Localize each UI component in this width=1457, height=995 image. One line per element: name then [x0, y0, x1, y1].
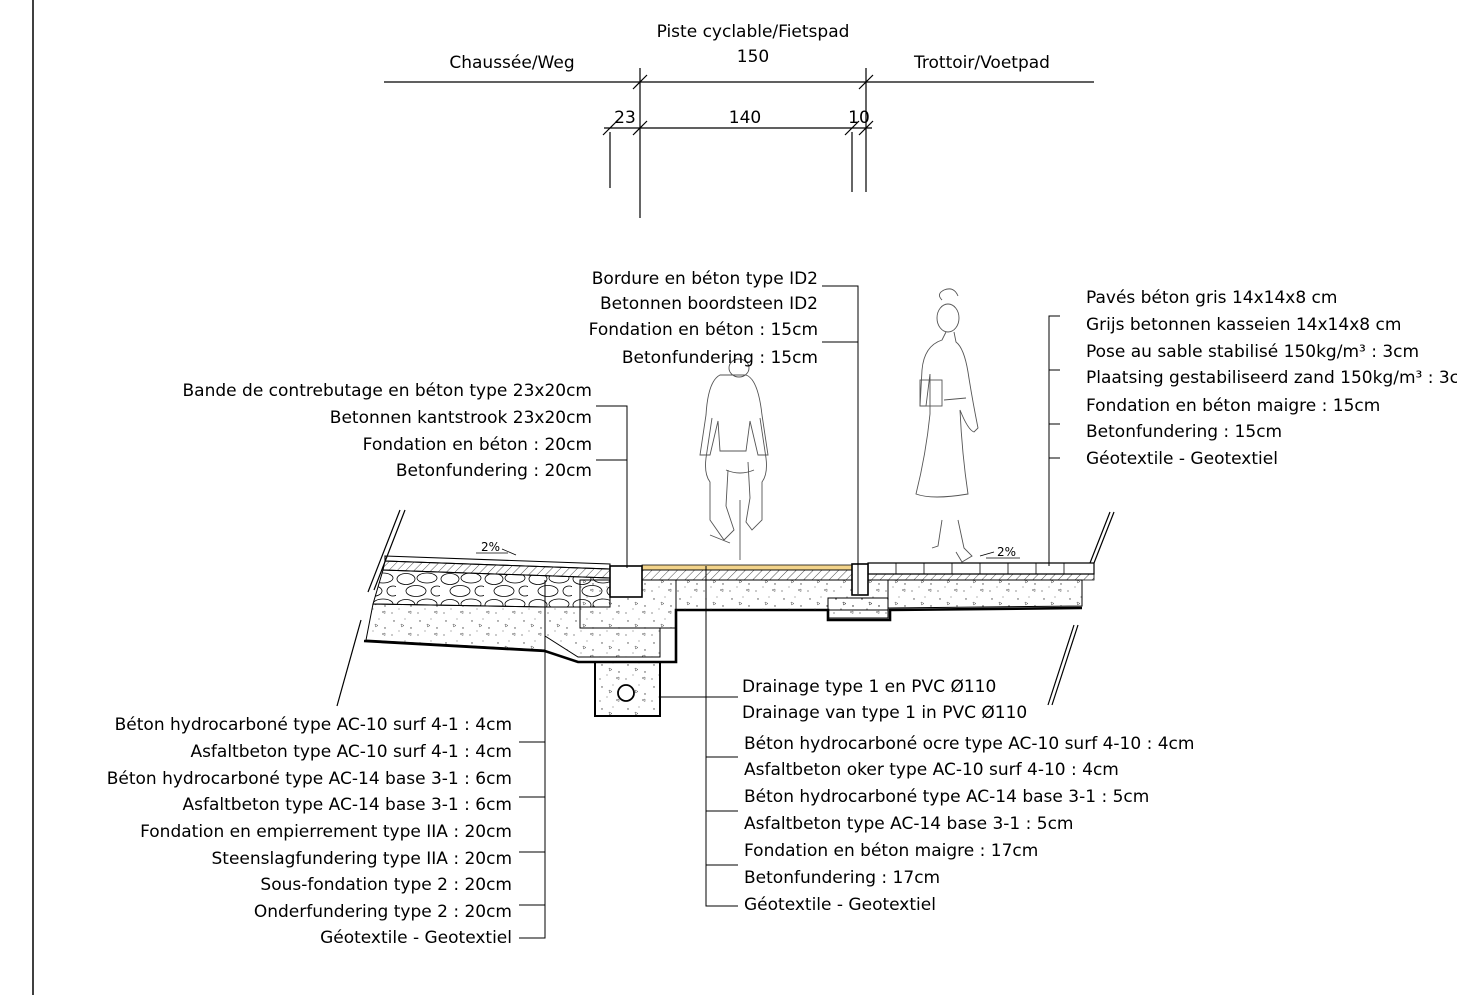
sidewalk-layer-1: Pavés béton gris 14x14x8 cm: [1086, 288, 1337, 308]
road-layer-7: Sous-fondation type 2 : 20cm: [260, 875, 512, 895]
bike-layer-1: Béton hydrocarboné ocre type AC-10 surf …: [744, 734, 1194, 754]
road-layer-6: Steenslagfundering type IIA : 20cm: [211, 849, 512, 869]
pedestrian-figure: [915, 288, 979, 563]
sidewalk-slope-label: 2%: [997, 545, 1016, 559]
kantstrook-label-1: Bande de contrebutage en béton type 23x2…: [183, 381, 592, 401]
curb-label-2: Betonnen boordsteen ID2: [600, 294, 818, 314]
bike-layer-2: Asfaltbeton oker type AC-10 surf 4-10 : …: [744, 760, 1119, 780]
dimension-curb-strip: 23: [614, 108, 636, 128]
drainage-pipe-icon: [617, 684, 635, 702]
sidewalk-layer-5: Fondation en béton maigre : 15cm: [1086, 396, 1380, 416]
bike-layer-3: Béton hydrocarboné type AC-14 base 3-1 :…: [744, 787, 1149, 807]
sidewalk-layer-7: Géotextile - Geotextiel: [1086, 449, 1278, 469]
drainage-label-1: Drainage type 1 en PVC Ø110: [742, 677, 996, 697]
sidewalk-layer-6: Betonfundering : 15cm: [1086, 422, 1282, 442]
bike-layer-4: Asfaltbeton type AC-14 base 3-1 : 5cm: [744, 814, 1073, 834]
sidewalk-label: Trottoir/Voetpad: [913, 53, 1050, 73]
kantstrook-label-4: Betonfundering : 20cm: [396, 461, 592, 481]
bike-layer-6: Betonfundering : 17cm: [744, 868, 940, 888]
bike-layer-7: Géotextile - Geotextiel: [744, 895, 936, 915]
cyclist-figure: [699, 358, 769, 560]
dimension-bike-lane: 140: [729, 108, 761, 128]
road-layer-5: Fondation en empierrement type IIA : 20c…: [140, 822, 512, 842]
road-layer-8: Onderfundering type 2 : 20cm: [254, 902, 512, 922]
dimension-block: [384, 68, 1094, 218]
curb-label-4: Betonfundering : 15cm: [622, 348, 818, 368]
bike-layer-5: Fondation en béton maigre : 17cm: [744, 841, 1038, 861]
drainage-label-2: Drainage van type 1 in PVC Ø110: [742, 703, 1027, 723]
road-label: Chaussée/Weg: [449, 53, 574, 73]
kantstrook-label-2: Betonnen kantstrook 23x20cm: [330, 408, 592, 428]
road-layer-2: Asfaltbeton type AC-10 surf 4-1 : 4cm: [190, 742, 512, 762]
curb-label-3: Fondation en béton : 15cm: [589, 320, 818, 340]
dimension-curb: 10: [848, 108, 870, 128]
road-layer-9: Géotextile - Geotextiel: [320, 928, 512, 948]
sidewalk-layer-4: Plaatsing gestabiliseerd zand 150kg/m³ :…: [1086, 368, 1457, 388]
curb-label-1: Bordure en béton type ID2: [592, 269, 818, 289]
road-layer-3: Béton hydrocarboné type AC-14 base 3-1 :…: [107, 769, 512, 789]
road-layer-4: Asfaltbeton type AC-14 base 3-1 : 6cm: [183, 795, 512, 815]
sidewalk-layer-3: Pose au sable stabilisé 150kg/m³ : 3cm: [1086, 342, 1419, 362]
bike-path-title: Piste cyclable/Fietspad: [657, 22, 850, 42]
road-slope-label: 2%: [481, 540, 500, 554]
road-layer-1: Béton hydrocarboné type AC-10 surf 4-1 :…: [115, 715, 512, 735]
kantstrook-label-3: Fondation en béton : 20cm: [363, 435, 592, 455]
pavement-section: [336, 509, 1115, 717]
sidewalk-layer-2: Grijs betonnen kasseien 14x14x8 cm: [1086, 315, 1401, 335]
bike-width-dimension: 150: [737, 47, 769, 67]
leader-lines: [519, 285, 1060, 939]
